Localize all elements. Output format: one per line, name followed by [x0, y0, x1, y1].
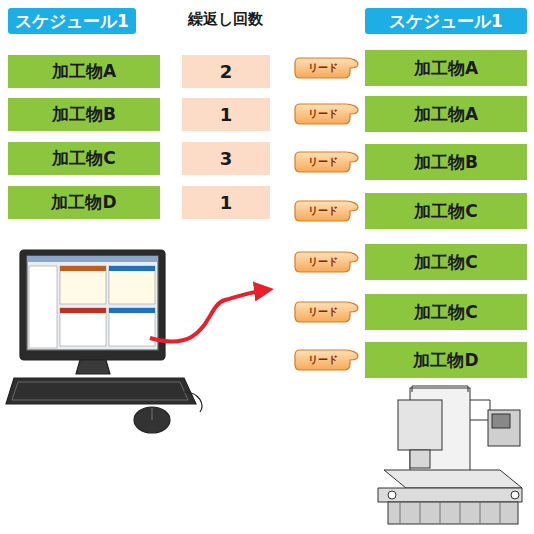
- node-text: 加工物A: [414, 57, 478, 80]
- workpiece-box: 加工物C: [8, 142, 160, 175]
- workpiece-box: 加工物C: [365, 244, 527, 280]
- node-text: 加工物A: [414, 103, 478, 126]
- lead-label: リード: [308, 305, 338, 319]
- lead-tab: リード: [294, 102, 360, 126]
- workpiece-box: 加工物D: [8, 186, 160, 219]
- node-text: 加工物C: [414, 251, 477, 274]
- lead-tab: リード: [294, 150, 360, 174]
- schedule-header: スケジュール1: [365, 8, 527, 34]
- lead-label: リード: [308, 155, 338, 169]
- lead-label: リード: [308, 204, 338, 218]
- workpiece-box: 加工物B: [365, 144, 527, 180]
- node-text: 2: [220, 61, 233, 82]
- node-text: 加工物C: [52, 147, 115, 170]
- workpiece-box: 加工物D: [365, 342, 527, 378]
- lead-label: リード: [308, 353, 338, 367]
- schedule-header: スケジュール1: [8, 8, 136, 34]
- lead-tab: リード: [294, 199, 360, 223]
- repeat-count-box: 3: [182, 142, 270, 175]
- lead-label: リード: [308, 255, 338, 269]
- repeat-count-box: 1: [182, 186, 270, 219]
- workpiece-box: 加工物C: [365, 193, 527, 229]
- column-heading: 繰返し回数: [188, 10, 263, 29]
- workpiece-box: 加工物A: [365, 50, 527, 86]
- node-text: 1: [220, 104, 233, 125]
- repeat-count-box: 1: [182, 98, 270, 131]
- workpiece-box: 加工物C: [365, 294, 527, 330]
- node-text: 加工物C: [414, 301, 477, 324]
- node-text: スケジュール1: [389, 10, 503, 33]
- transfer-arrow: [150, 290, 266, 342]
- lead-tab: リード: [294, 300, 360, 324]
- node-text: 1: [220, 192, 233, 213]
- node-text: 3: [220, 148, 233, 169]
- node-text: 加工物A: [52, 60, 116, 83]
- node-text: 加工物D: [413, 349, 478, 372]
- node-text: スケジュール1: [15, 10, 129, 33]
- workpiece-box: 加工物A: [8, 55, 160, 88]
- lead-tab: リード: [294, 250, 360, 274]
- workpiece-box: 加工物B: [8, 98, 160, 131]
- lead-tab: リード: [294, 56, 360, 80]
- repeat-count-box: 2: [182, 55, 270, 88]
- workpiece-box: 加工物A: [365, 96, 527, 132]
- machine-tool-illustration: [378, 386, 522, 524]
- lead-tab: リード: [294, 348, 360, 372]
- lead-label: リード: [308, 61, 338, 75]
- node-text: 加工物C: [414, 200, 477, 223]
- node-text: 加工物D: [51, 191, 116, 214]
- lead-label: リード: [308, 107, 338, 121]
- node-text: 加工物B: [52, 103, 116, 126]
- node-text: 加工物B: [414, 151, 478, 174]
